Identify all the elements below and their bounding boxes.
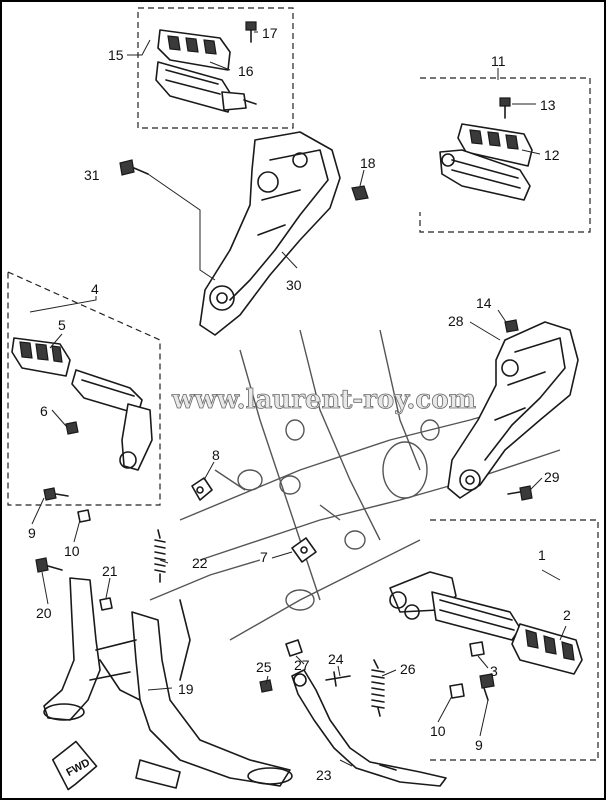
main-stand-19 xyxy=(43,577,293,789)
group-box-15 xyxy=(137,7,294,129)
callout-24: 24 xyxy=(328,651,344,667)
callout-3: 3 xyxy=(490,663,498,679)
callout-29: 29 xyxy=(544,469,560,485)
bolt-31 xyxy=(119,159,216,281)
group-box-4 xyxy=(7,271,161,506)
callout-25: 25 xyxy=(256,659,272,675)
callout-21: 21 xyxy=(102,563,118,579)
pin-7 xyxy=(291,537,317,563)
spring-26 xyxy=(371,659,385,717)
callout-4: 4 xyxy=(91,281,99,297)
bolt-9-right xyxy=(479,673,495,701)
rear-bracket-left-30 xyxy=(199,131,341,336)
collar-21 xyxy=(99,597,113,611)
callout-31: 31 xyxy=(84,167,100,183)
leader-lines xyxy=(29,31,567,767)
group-box-1 xyxy=(430,519,599,761)
bolt-29 xyxy=(507,485,533,501)
callout-1: 1 xyxy=(538,547,546,563)
spring-22 xyxy=(154,529,166,583)
callout-19: 19 xyxy=(178,681,194,697)
callout-9-right: 9 xyxy=(475,737,483,753)
rear-bracket-right-28 xyxy=(447,321,579,499)
callout-7: 7 xyxy=(260,549,268,565)
callout-26: 26 xyxy=(400,661,416,677)
callout-28: 28 xyxy=(448,313,464,329)
rear-footrest-left-assy xyxy=(155,21,257,113)
callout-18: 18 xyxy=(360,155,376,171)
callout-10-left: 10 xyxy=(64,543,80,559)
front-footrest-left-assy xyxy=(11,337,153,471)
callout-5: 5 xyxy=(58,317,66,333)
washer-10-right xyxy=(449,683,465,699)
callout-30: 30 xyxy=(286,277,302,293)
forward-arrow: FWD xyxy=(51,740,98,791)
nut-14 xyxy=(504,319,519,333)
callout-12: 12 xyxy=(544,147,560,163)
callout-13: 13 xyxy=(540,97,556,113)
bolt-9-left xyxy=(43,487,69,501)
nut-18 xyxy=(351,185,369,201)
front-footrest-right-assy xyxy=(389,571,583,675)
callout-14: 14 xyxy=(476,295,492,311)
bolt-20 xyxy=(35,557,49,573)
callout-17: 17 xyxy=(262,25,278,41)
frame-outline xyxy=(149,329,561,641)
callout-9-left: 9 xyxy=(28,525,36,541)
callout-23: 23 xyxy=(316,767,332,783)
callout-10-right: 10 xyxy=(430,723,446,739)
callout-11: 11 xyxy=(491,53,506,69)
callout-27: 27 xyxy=(294,657,310,673)
group-box-11 xyxy=(419,77,591,233)
callout-labels: 1 2 3 4 5 6 7 8 9 9 10 10 11 12 13 14 15… xyxy=(28,25,571,783)
side-stand-23 xyxy=(291,669,447,787)
callout-8: 8 xyxy=(212,447,220,463)
callout-22: 22 xyxy=(192,555,208,571)
callout-15: 15 xyxy=(108,47,124,63)
washer-10-left xyxy=(77,509,91,523)
rear-footrest-right-assy xyxy=(439,97,533,201)
callout-16: 16 xyxy=(238,63,254,79)
watermark-text: www.laurent-roy.com xyxy=(171,385,476,415)
bolt-20-shank xyxy=(47,565,63,571)
callout-20: 20 xyxy=(36,605,52,621)
bolt-27 xyxy=(285,639,303,657)
callout-6: 6 xyxy=(40,403,48,419)
pin-8 xyxy=(191,477,213,501)
pin-24 xyxy=(325,671,351,687)
callout-2: 2 xyxy=(563,607,571,623)
nut-25 xyxy=(259,679,273,693)
